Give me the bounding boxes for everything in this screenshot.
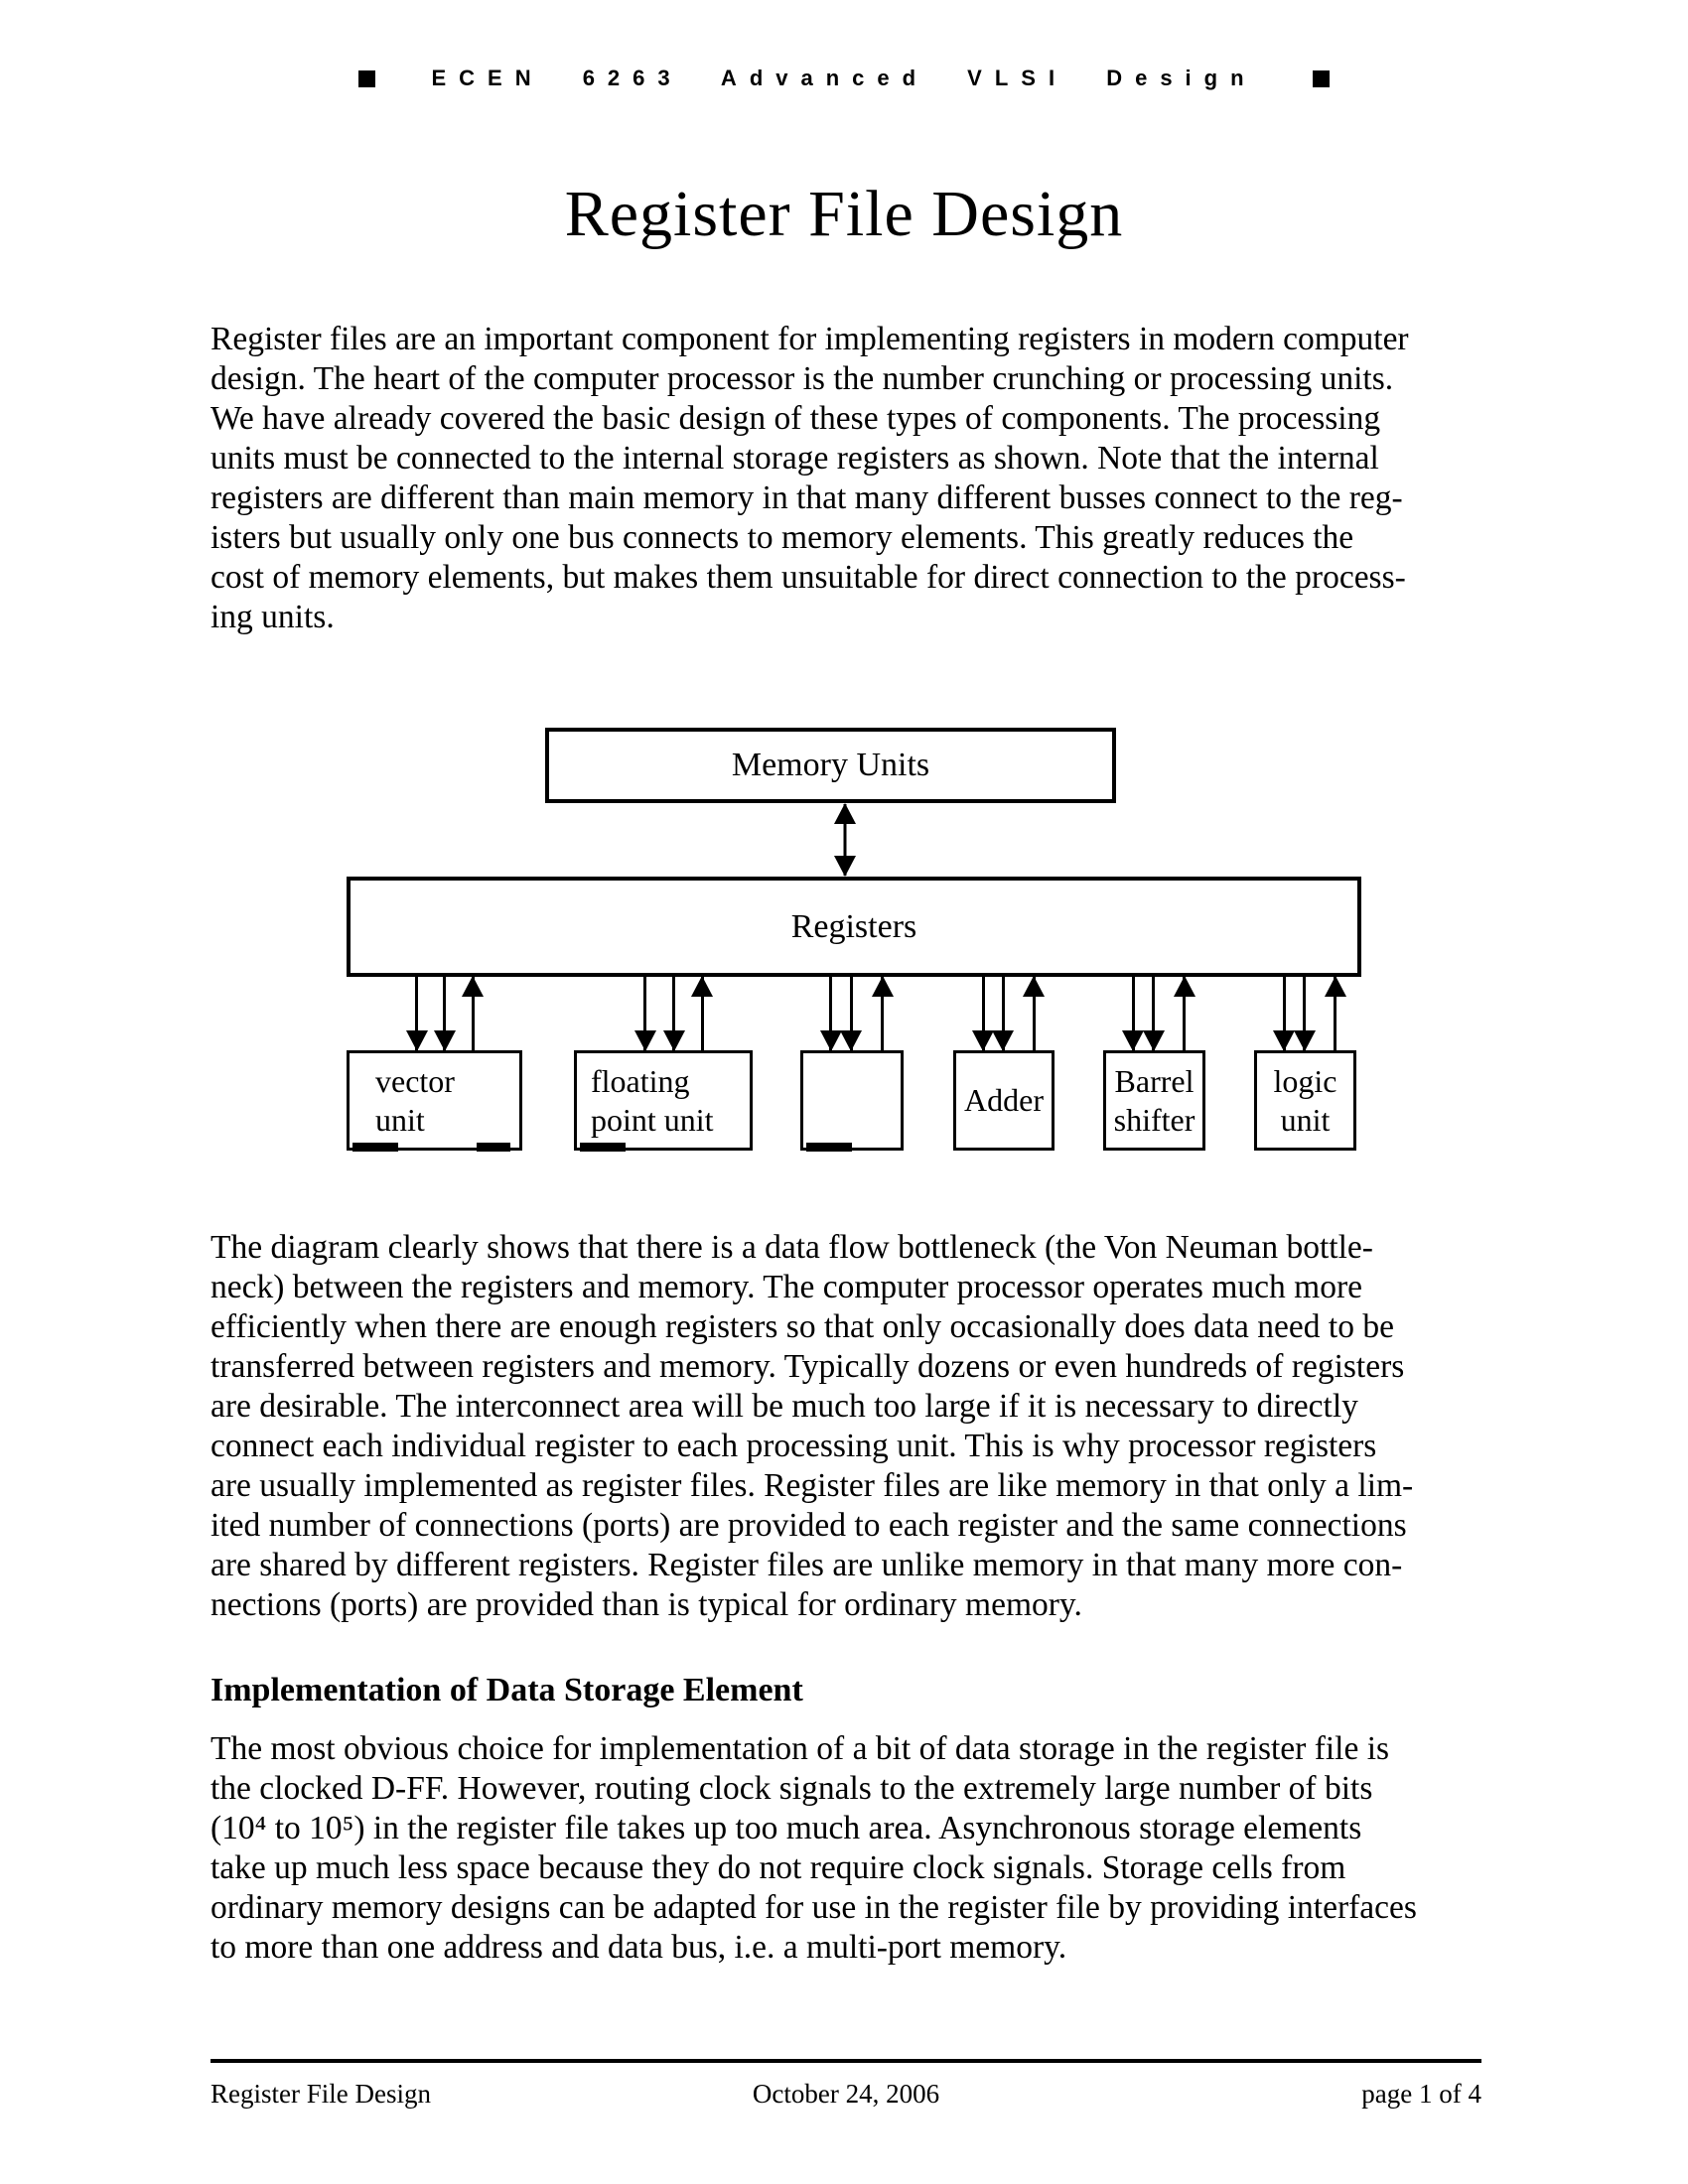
bus-arrow-up	[881, 977, 885, 1050]
square-bullet-icon	[358, 69, 376, 87]
course-code-text: ECEN 6263 Advanced VLSI Design	[431, 66, 1257, 90]
adder-box: Adder	[953, 1050, 1055, 1151]
bus-arrow-up	[471, 977, 475, 1050]
memory-units-box: Memory Units	[545, 728, 1116, 803]
bus-group-floating-point-unit	[574, 977, 753, 1050]
bidirectional-bus-arrow	[832, 803, 858, 877]
bus-arrow-down	[643, 977, 647, 1050]
bus-arrow-down	[1152, 977, 1156, 1050]
bus-arrow-down	[849, 977, 853, 1050]
footer-document-title: Register File Design	[211, 2079, 431, 2109]
logic-unit-box: logic unit	[1254, 1050, 1356, 1151]
bus-arrow-down	[415, 977, 419, 1050]
bus-arrow-up	[1032, 977, 1036, 1050]
intro-paragraph: Register files are an important componen…	[211, 321, 1409, 635]
footer-page-number: page 1 of 4	[1361, 2079, 1482, 2109]
bus-group-vector-unit	[347, 977, 522, 1050]
footer-date: October 24, 2006	[752, 2079, 940, 2109]
arrow-stem	[843, 804, 847, 876]
bus-arrow-down	[1282, 977, 1286, 1050]
footer-divider	[211, 2059, 1481, 2063]
bus-arrow-up	[1334, 977, 1337, 1050]
bus-group-adder	[953, 977, 1055, 1050]
bus-arrow-down	[829, 977, 833, 1050]
bus-arrow-down	[443, 977, 447, 1050]
bus-arrow-down	[672, 977, 675, 1050]
arrow-down-head-icon	[834, 856, 856, 877]
bus-arrow-down	[981, 977, 985, 1050]
page-header: ECEN 6263 Advanced VLSI Design	[0, 66, 1688, 91]
bus-group-logic-unit	[1254, 977, 1356, 1050]
barrel-shifter-box: Barrel shifter	[1103, 1050, 1205, 1151]
bus-arrow-down	[1303, 977, 1307, 1050]
unlabeled-unit-box	[800, 1050, 904, 1152]
registers-box: Registers	[347, 877, 1361, 977]
arrow-up-head-icon	[834, 803, 856, 824]
bus-group-unlabeled-unit	[800, 977, 904, 1050]
square-bullet-icon	[1312, 69, 1330, 87]
vector-unit-box: vector unit	[347, 1050, 522, 1152]
storage-element-paragraph: The most obvious choice for implementati…	[211, 1730, 1417, 1966]
bus-arrow-down	[1131, 977, 1135, 1050]
page-title: Register File Design	[564, 178, 1124, 250]
bottleneck-paragraph: The diagram clearly shows that there is …	[211, 1229, 1414, 1623]
bus-arrow-up	[1183, 977, 1187, 1050]
bus-arrow-down	[1001, 977, 1005, 1050]
section-heading: Implementation of Data Storage Element	[211, 1672, 803, 1708]
bus-arrow-up	[700, 977, 704, 1050]
bus-group-barrel-shifter	[1103, 977, 1205, 1050]
floating-point-unit-box: floating point unit	[574, 1050, 753, 1152]
page-footer: Register File Design October 24, 2006 pa…	[211, 2079, 1481, 2110]
